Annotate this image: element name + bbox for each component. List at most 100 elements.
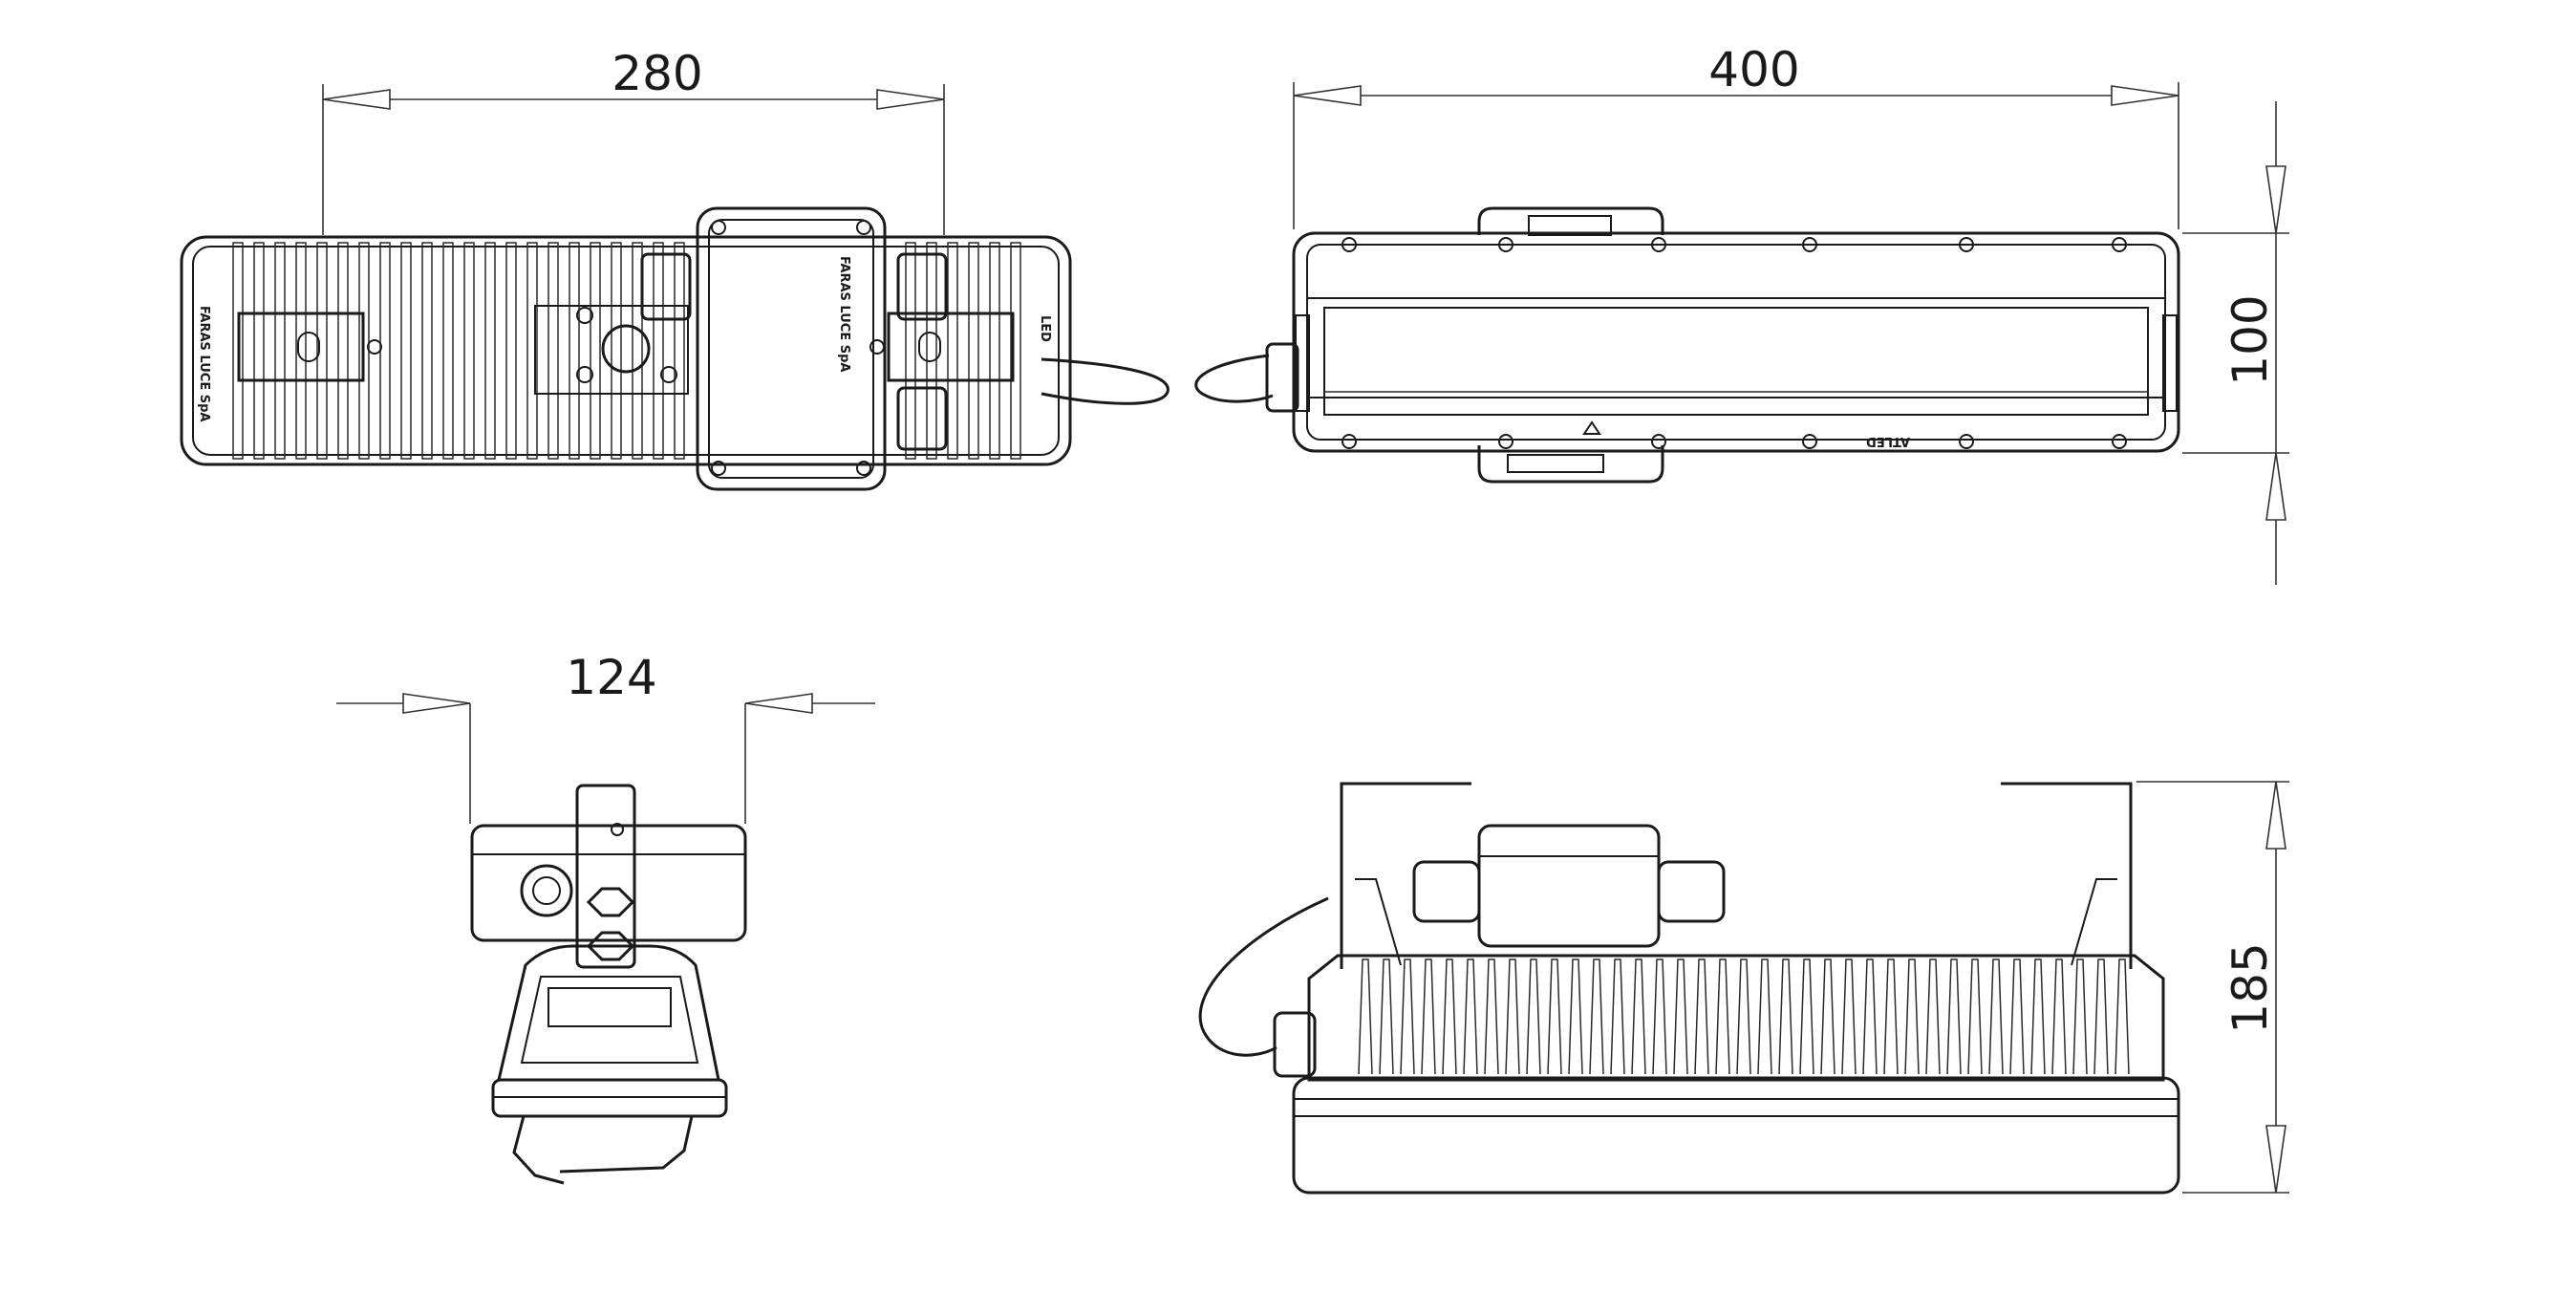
- fin: [947, 242, 958, 460]
- fin: [1652, 958, 1667, 1075]
- fin: [547, 242, 559, 460]
- front-cable: [1194, 354, 1274, 403]
- screw: [1498, 434, 1513, 449]
- elevation-bracket-right: [2001, 782, 2133, 969]
- fin: [1988, 958, 2004, 1075]
- fin: [2114, 958, 2130, 1075]
- elevation-junction-box: [1477, 824, 1661, 948]
- fin: [2030, 958, 2046, 1075]
- cable-gland-top-right: [896, 252, 948, 321]
- elevation-heatsink-outline: [1307, 954, 2165, 1082]
- fin: [379, 242, 391, 460]
- top-view-body: [180, 235, 1072, 466]
- led-label: LED: [1038, 315, 1052, 342]
- fin: [400, 242, 412, 460]
- fin: [1925, 958, 1941, 1075]
- fin: [632, 242, 643, 460]
- elevation-heat-sink-fins: [1358, 958, 2130, 1075]
- junction-box: [696, 206, 887, 491]
- fin: [1547, 958, 1562, 1075]
- front-triangle-mark: [1582, 420, 1601, 435]
- screw: [1959, 237, 1974, 252]
- elevation-gland-left: [1412, 860, 1481, 923]
- power-cable: [1041, 357, 1170, 405]
- elevation-bracket-right-arm: [2071, 878, 2117, 966]
- fin: [421, 242, 433, 460]
- dim-100-arrow-top: [2265, 165, 2286, 234]
- fin: [905, 242, 916, 460]
- fin: [526, 242, 538, 460]
- fin: [1820, 958, 1835, 1075]
- screw: [1342, 237, 1357, 252]
- front-body: [1292, 231, 2180, 453]
- front-screws-bottom: [1342, 434, 2127, 449]
- screw: [1651, 434, 1666, 449]
- elevation-cable: [1198, 896, 1329, 1057]
- fin: [653, 242, 664, 460]
- fin: [2051, 958, 2067, 1075]
- fin: [1904, 958, 1920, 1075]
- elevation-base: [1292, 1076, 2180, 1195]
- fin: [1379, 958, 1394, 1075]
- fin: [274, 242, 286, 460]
- fin: [674, 242, 685, 460]
- screw: [2112, 237, 2127, 252]
- elevation-gland-right: [1657, 860, 1726, 923]
- body-manufacturer-label: FARAS LUCE SpA: [197, 306, 211, 421]
- fin: [463, 242, 475, 460]
- fin: [295, 242, 307, 460]
- fin: [2093, 958, 2109, 1075]
- side-cable-entry-inner: [532, 876, 561, 905]
- atled-label: ATLED: [1866, 434, 1910, 448]
- fin: [1010, 242, 1021, 460]
- fin: [505, 242, 517, 460]
- cable-gland-top-left: [640, 252, 692, 321]
- fin: [1757, 958, 1772, 1075]
- front-handle-top-slot: [1528, 215, 1612, 236]
- fin: [1778, 958, 1793, 1075]
- fin: [590, 242, 601, 460]
- fin: [484, 242, 496, 460]
- side-yoke-inner: [520, 976, 699, 1064]
- front-end-cap-left: [1295, 314, 1310, 412]
- fin: [1421, 958, 1436, 1075]
- side-cable-entry: [520, 864, 573, 917]
- fin: [926, 242, 937, 460]
- dim-124-label: 124: [566, 650, 656, 705]
- fin: [1694, 958, 1709, 1075]
- fin: [1715, 958, 1730, 1075]
- junction-box-label: FARAS LUCE SpA: [837, 256, 851, 372]
- front-screws-top: [1342, 237, 2127, 252]
- fin: [1841, 958, 1857, 1075]
- dim-280-label: 280: [612, 46, 702, 101]
- right-bracket: [887, 312, 1015, 382]
- side-bracket: [575, 784, 636, 969]
- cable-gland-bottom-right: [896, 386, 948, 451]
- fin: [1400, 958, 1415, 1075]
- side-yoke-window: [547, 987, 672, 1027]
- elevation-cable-gland: [1273, 1011, 1317, 1078]
- fin: [1442, 958, 1457, 1075]
- fin: [1673, 958, 1688, 1075]
- center-mount-plate: [534, 305, 689, 395]
- dim-280-arrow-right: [876, 89, 945, 110]
- side-bolt-upper: [586, 887, 635, 917]
- dim-185-arrow-top: [2265, 781, 2286, 850]
- box-screw-br: [856, 461, 871, 476]
- fin: [1736, 958, 1751, 1075]
- dim-100-label: 100: [2222, 294, 2278, 385]
- junction-box-lid: [708, 219, 874, 479]
- screw: [1802, 434, 1817, 449]
- side-guard: [559, 1115, 694, 1174]
- box-screw-tl: [711, 220, 726, 235]
- front-handle-bottom-slot: [1507, 454, 1604, 473]
- fin: [989, 242, 1000, 460]
- side-bracket-hole: [611, 823, 624, 836]
- top-view: FARAS LUCE SpA FARAS LUCE SpA LED 280: [180, 46, 1170, 491]
- front-body-inner: [1306, 244, 2166, 441]
- fin: [1358, 958, 1373, 1075]
- dim-124-arrow-left: [402, 693, 471, 714]
- fin: [442, 242, 454, 460]
- dim-124-arrow-right: [744, 693, 813, 714]
